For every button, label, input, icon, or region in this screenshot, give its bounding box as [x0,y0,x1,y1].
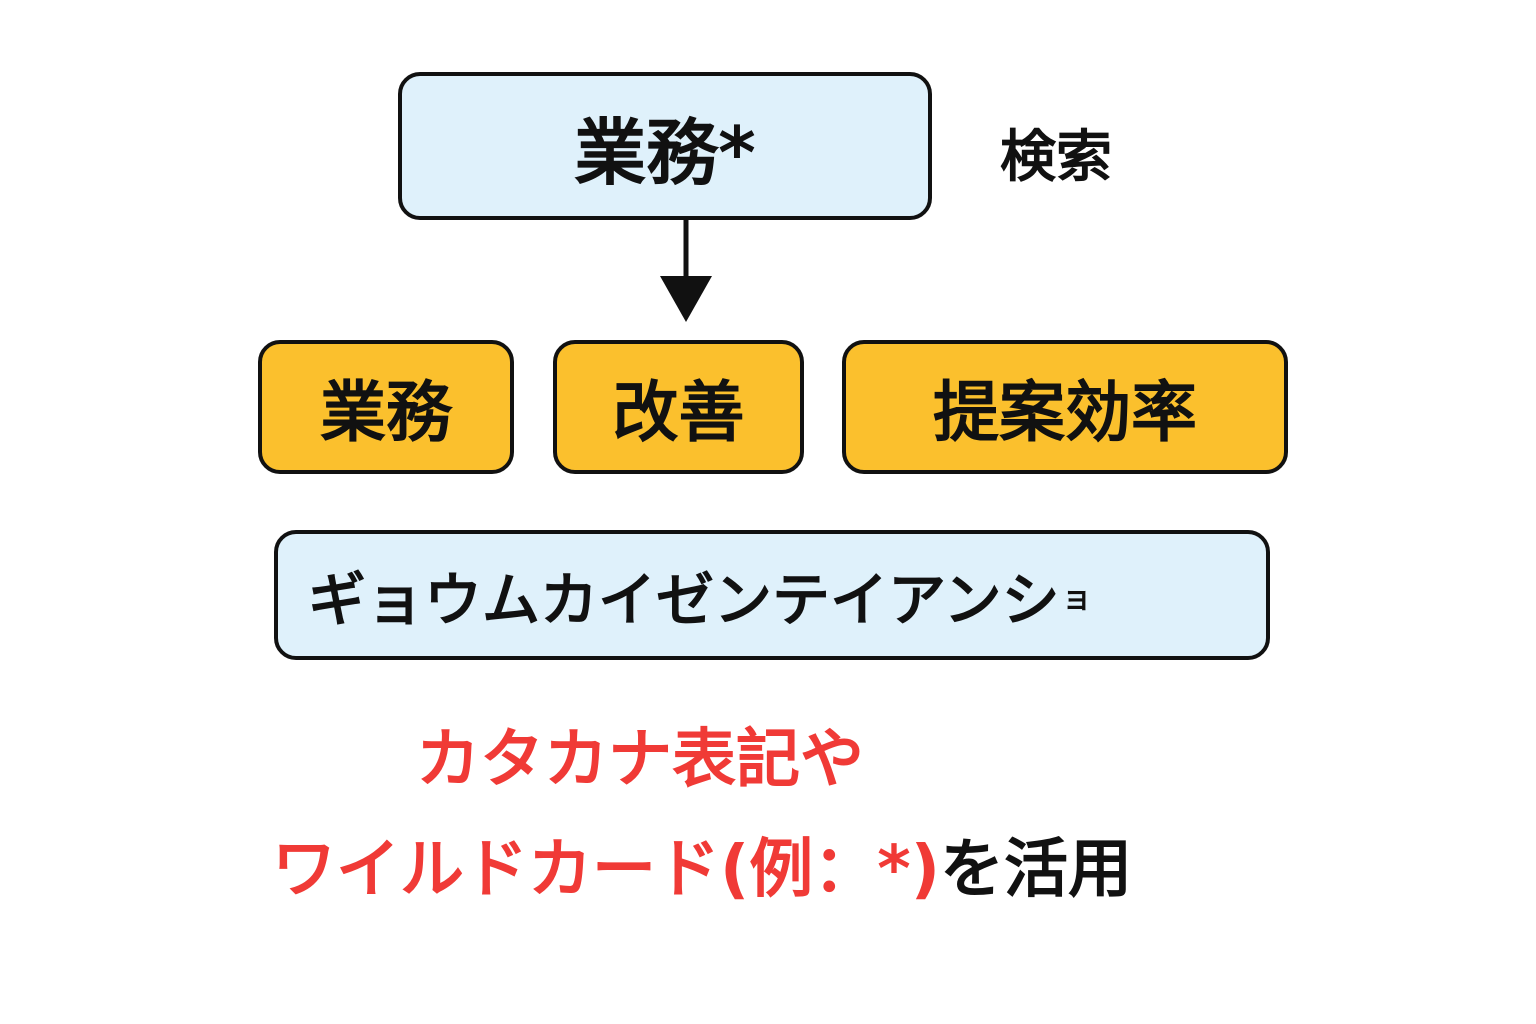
reading-small-text: ョ [1061,581,1092,616]
term-box-2: 改善 [553,340,804,474]
tip-line-1: カタカナ表記や [416,723,864,797]
term-text: 提案効率 [933,374,1197,451]
query-box: 業務* [398,72,932,220]
query-text: 業務* [574,110,756,195]
term-text: 改善 [612,374,745,451]
term-box-1: 業務 [258,340,514,474]
term-text: 業務 [320,374,452,451]
tip-line-2: ワイルドカード(例：*)を活用 [272,818,1132,910]
tip-line-2-black: を活用 [939,833,1132,907]
reading-box: ギョウムカイゼンテイアンショ [274,530,1270,660]
tip-line-2-red: ワイルドカード(例：*) [272,833,940,907]
down-arrow [660,218,712,322]
term-box-3: 提案効率 [842,340,1288,474]
search-label: 検索 [1000,125,1112,190]
reading-text: ギョウムカイゼンテイアンシ [308,566,1060,634]
